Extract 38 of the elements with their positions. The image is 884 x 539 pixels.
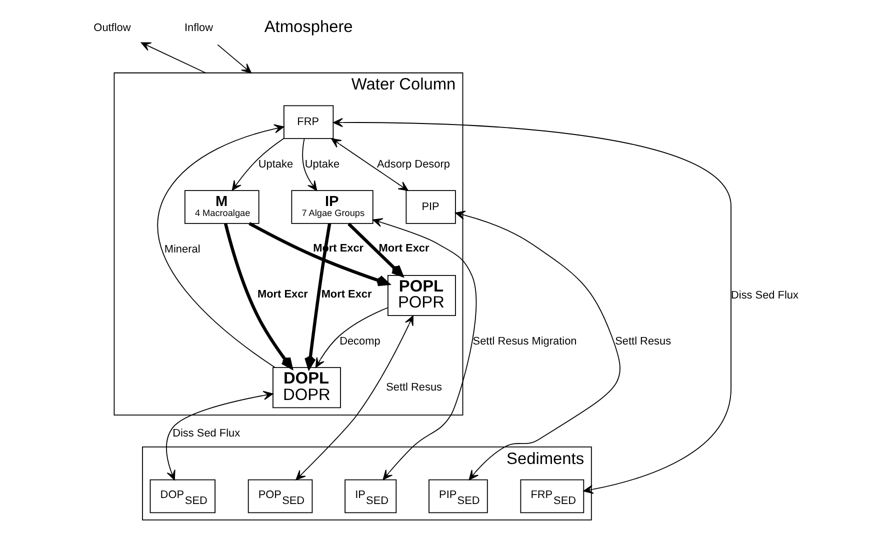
arrow xyxy=(248,222,390,286)
node-box: POPL POPR xyxy=(387,274,456,316)
edge-label: Adsorp Desorp xyxy=(376,158,450,170)
node-text: Outflow xyxy=(94,22,131,34)
arrow xyxy=(348,222,404,277)
edge-label: Mort Excr xyxy=(378,242,430,254)
edge-label: Mineral xyxy=(164,243,200,256)
arrow xyxy=(296,315,414,480)
arrow xyxy=(304,223,332,369)
edge-label: Settl Resus xyxy=(386,381,442,394)
edge-label: Mort Excr xyxy=(321,288,372,300)
node-box: M 4 Macroalgae xyxy=(184,190,260,224)
arrow xyxy=(331,138,408,191)
arrow xyxy=(315,307,388,368)
node-box: FRP xyxy=(283,105,334,140)
arrow xyxy=(332,118,732,494)
node-text: Inflow xyxy=(184,22,214,34)
edge-label: Uptake xyxy=(258,158,294,170)
arrow xyxy=(224,223,293,370)
arrow xyxy=(372,218,477,480)
edge-label: Decomp xyxy=(340,335,380,348)
arrow xyxy=(455,210,620,480)
edge-label: Diss Sed Flux xyxy=(731,289,798,302)
arrow xyxy=(302,138,318,191)
edge-label: Settl Resus xyxy=(615,335,672,348)
edge-label: Mort Excr xyxy=(257,288,308,300)
edge-label: Settl Resus Migration xyxy=(472,335,577,348)
label: Atmosphere xyxy=(264,18,353,36)
edge-label: Diss Sed Flux xyxy=(172,428,240,440)
node-box: IP 7 Algae Groups xyxy=(291,190,374,224)
edge-label: Uptake xyxy=(304,158,340,170)
node-box: PIP xyxy=(406,190,456,224)
arrow xyxy=(166,390,274,480)
arrow xyxy=(157,124,284,368)
arrow xyxy=(217,44,252,74)
arrow xyxy=(232,138,284,191)
node-box: DOPL DOPR xyxy=(272,367,341,408)
arrow xyxy=(140,42,206,74)
